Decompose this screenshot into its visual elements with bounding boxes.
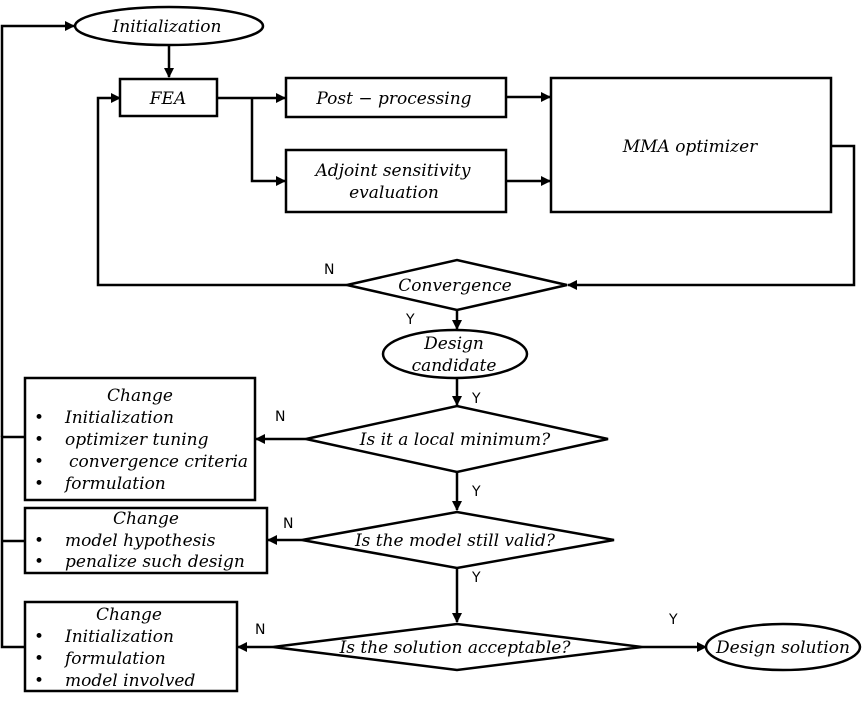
fea-to-adjoint-arrow (250, 98, 286, 186)
change-box-1-item: optimizer tuning (65, 430, 209, 450)
local-minimum-decision: Is it a local minimum? (305, 404, 609, 474)
connectors (0, 21, 856, 652)
solution-acceptable-decision: Is the solution acceptable? (272, 622, 643, 672)
design-solution-node: Design solution (704, 622, 862, 672)
model-valid-label: Is the model still valid? (354, 531, 556, 551)
change-box-2-title: Change (113, 509, 179, 529)
change-box-2-bullet: • (34, 552, 44, 572)
rail-to-initialization (0, 21, 75, 437)
post-processing-label: Post − processing (315, 89, 471, 109)
convergence-label: Convergence (398, 276, 511, 296)
solution-acceptable-label: Is the solution acceptable? (339, 638, 572, 658)
change-box-2: Change • model hypothesis • penalize suc… (23, 506, 269, 575)
change-box-3: Change • Initialization • formulation • … (23, 600, 239, 693)
change-box-1-item: formulation (63, 474, 166, 494)
change-box-1: Change • Initialization • optimizer tuni… (23, 376, 257, 502)
valid-yes-label: Y (471, 570, 481, 586)
edge-labels: N Y Y N Y N Y N Y (255, 262, 678, 638)
post-processing-node: Post − processing (284, 76, 508, 119)
localmin-yes-label: Y (471, 484, 481, 500)
change-box-3-bullet: • (34, 627, 44, 647)
convergence-yes-label: Y (405, 312, 415, 328)
design-solution-label: Design solution (715, 638, 850, 658)
change-box-3-item: Initialization (64, 627, 174, 647)
change-box-1-bullet: • (34, 430, 44, 450)
adjoint-label-line1: Adjoint sensitivity (314, 161, 471, 181)
change-box-1-bullet: • (34, 408, 44, 428)
convergence-no-label: N (324, 262, 334, 278)
change-box-3-item: formulation (63, 649, 166, 669)
mma-to-convergence-arrow (567, 144, 856, 290)
localmin-no-label: N (275, 409, 285, 425)
change-box-3-title: Change (96, 605, 162, 625)
change-box-1-item: convergence criteria (69, 452, 248, 472)
model-valid-decision: Is the model still valid? (301, 510, 615, 570)
adjoint-label-line2: evaluation (349, 183, 439, 203)
design-candidate-line1: Design (423, 334, 484, 354)
change-box-2-item: model hypothesis (65, 531, 216, 551)
change-box-3-bullet: • (34, 649, 44, 669)
change-box-3-item: model involved (65, 671, 195, 691)
candidate-yes-label: Y (471, 391, 481, 407)
convergence-decision: Convergence (346, 258, 568, 312)
convergence-no-arrow (96, 93, 347, 287)
acceptable-yes-label: Y (668, 612, 678, 628)
change-box-3-bullet: • (34, 671, 44, 691)
mma-optimizer-label: MMA optimizer (622, 137, 758, 157)
design-candidate-node: Design candidate (381, 328, 529, 380)
change-box-1-bullet: • (34, 452, 44, 472)
fea-node: FEA (118, 77, 219, 118)
fea-label: FEA (149, 89, 186, 109)
change-box-1-item: Initialization (64, 408, 174, 428)
valid-no-label: N (283, 516, 293, 532)
change-box-2-item: penalize such design (65, 552, 245, 572)
change-box-2-bullet: • (34, 531, 44, 551)
initialization-label: Initialization (112, 17, 222, 37)
mma-optimizer-node: MMA optimizer (549, 76, 833, 214)
local-minimum-label: Is it a local minimum? (359, 430, 551, 450)
change-box-1-bullet: • (34, 474, 44, 494)
change-box-1-title: Change (107, 386, 173, 406)
initialization-node: Initialization (73, 5, 265, 47)
adjoint-sensitivity-node: Adjoint sensitivity evaluation (284, 148, 508, 214)
acceptable-no-label: N (255, 622, 265, 638)
design-candidate-line2: candidate (412, 356, 497, 376)
